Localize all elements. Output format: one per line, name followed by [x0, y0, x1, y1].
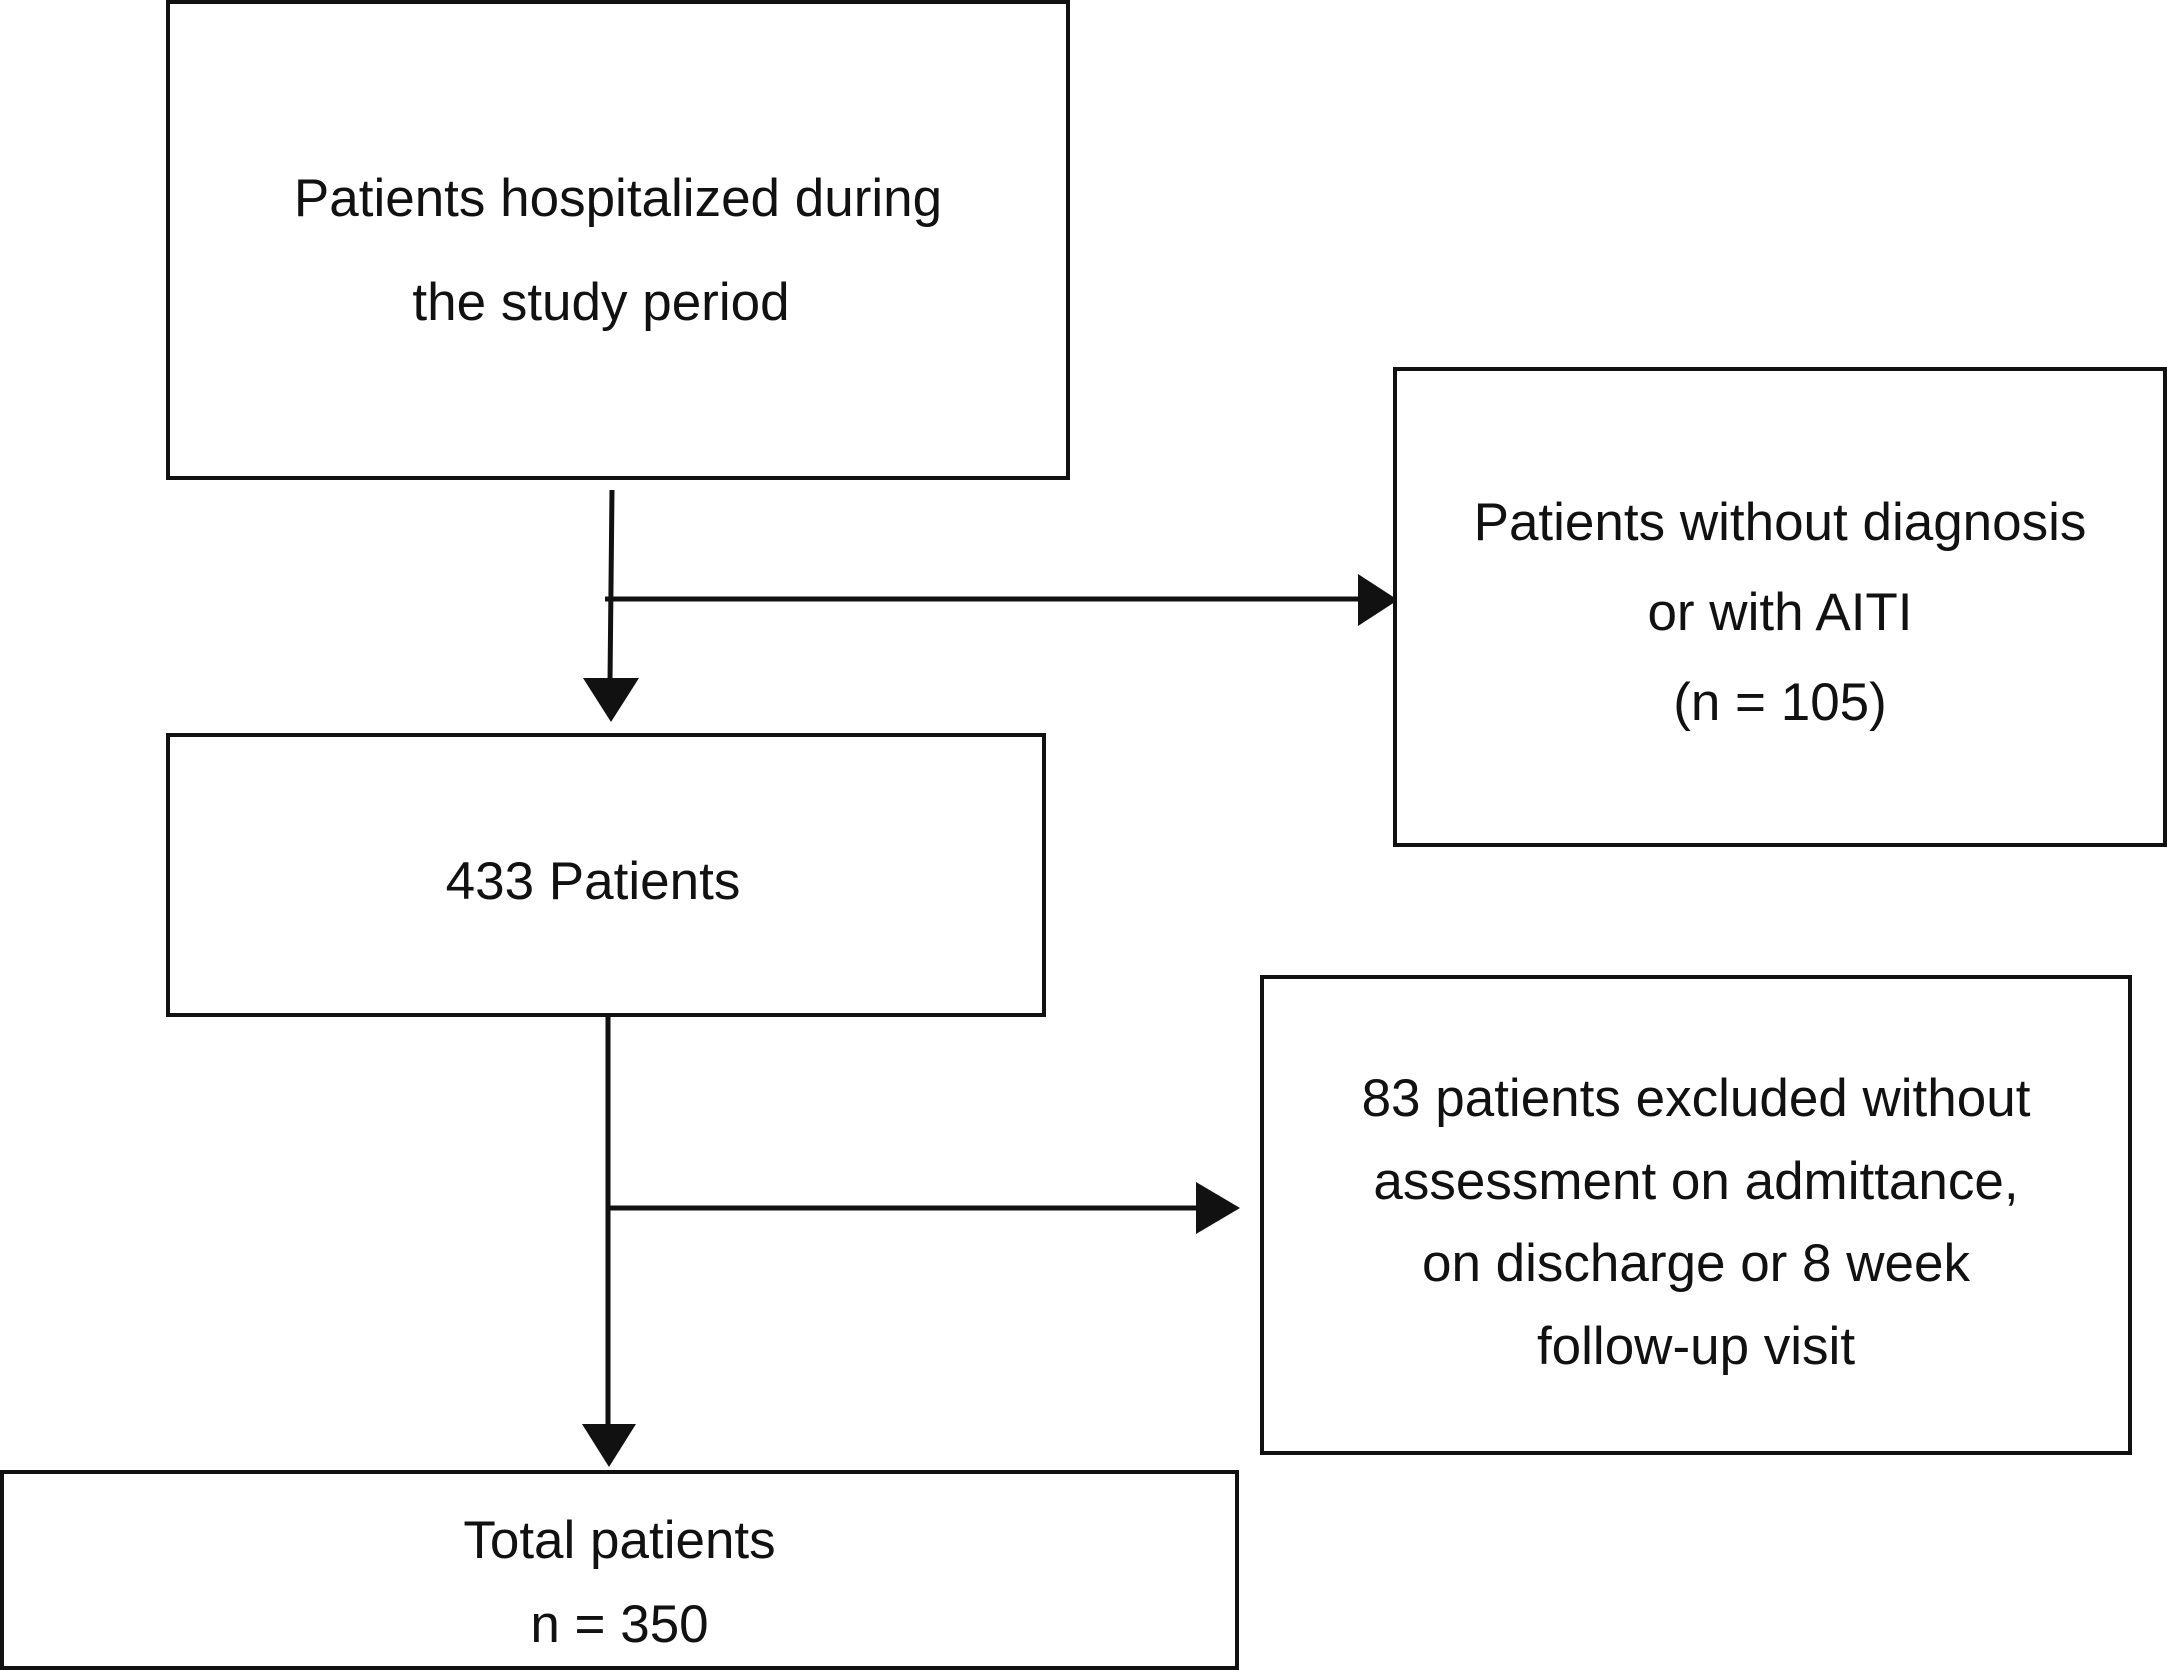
box-line: follow-up visit — [1536, 1317, 1856, 1376]
hospitalized-box: Patients hospitalized during the study p… — [166, 0, 1070, 480]
box-line: n = 350 — [530, 1595, 709, 1654]
patients-433-box: 433 Patients — [166, 733, 1046, 1017]
box-line: on discharge or 8 week — [1422, 1234, 1970, 1293]
total-patients-box: Total patients n = 350 — [0, 1470, 1239, 1670]
box-line: or with AITI — [1647, 583, 1913, 642]
box-line: 433 Patients — [445, 852, 741, 911]
excluded-assessment-box: 83 patients excluded without assessment … — [1260, 975, 2132, 1455]
connector-hospitalized-to-433 — [607, 489, 615, 683]
box-line: assessment on admittance, — [1373, 1152, 2019, 1211]
box-line: Patients without diagnosis — [1473, 493, 2087, 552]
box-line: Total patients — [463, 1511, 776, 1570]
box-line: 83 patients excluded without — [1361, 1069, 2031, 1128]
arrowhead-down-icon — [582, 1424, 636, 1467]
box-line: (n = 105) — [1673, 673, 1887, 732]
box-line: Patients hospitalized during — [293, 169, 943, 228]
arrowhead-right-icon — [1196, 1182, 1240, 1234]
arrowhead-down-icon — [583, 678, 639, 722]
arrowhead-right-icon — [1358, 574, 1398, 626]
excluded-diagnosis-box: Patients without diagnosis or with AITI … — [1393, 367, 2167, 847]
box-line: the study period — [412, 273, 790, 332]
